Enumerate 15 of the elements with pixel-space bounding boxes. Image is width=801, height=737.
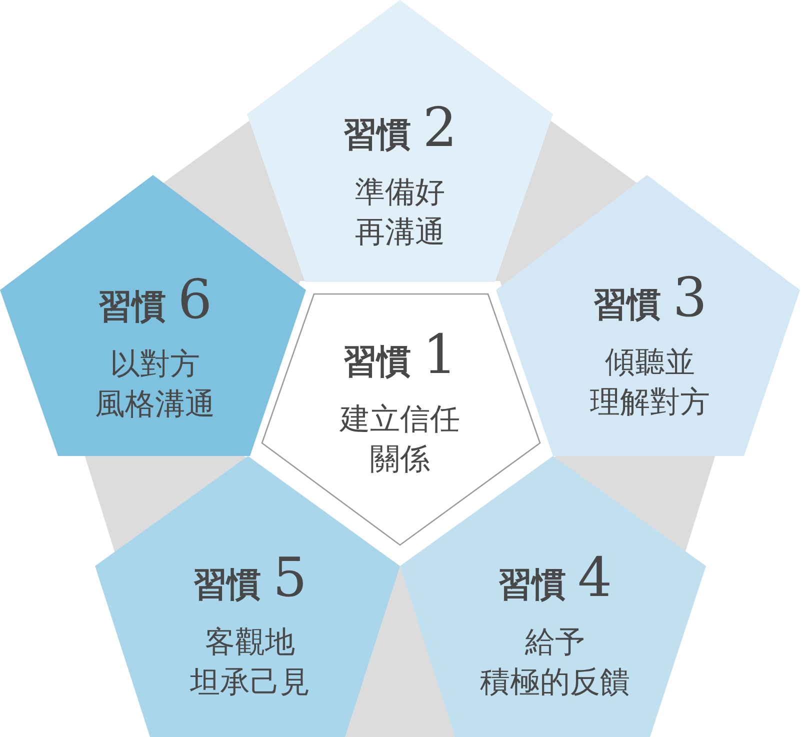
habit-description: 給予積極的反饋	[480, 624, 630, 702]
habit-pentagon	[247, 0, 553, 282]
habit-pentagon	[496, 175, 800, 456]
habit-heading: 習慣 6	[98, 274, 212, 333]
habit-description: 客觀地坦承己見	[190, 624, 310, 702]
habit-heading: 習慣 2	[342, 102, 458, 161]
habit-description: 以對方風格溝通	[95, 346, 215, 424]
habit-heading: 習慣 1	[342, 329, 458, 388]
habit-heading: 習慣 5	[192, 552, 308, 611]
habit-description: 傾聽並理解對方	[590, 344, 710, 422]
habit-pentagon	[0, 175, 306, 456]
habit-description: 準備好再溝通	[355, 174, 445, 252]
habit-description: 建立信任關係	[340, 401, 460, 479]
habit-heading: 習慣 4	[498, 552, 612, 611]
habit-heading: 習慣 3	[592, 272, 708, 331]
